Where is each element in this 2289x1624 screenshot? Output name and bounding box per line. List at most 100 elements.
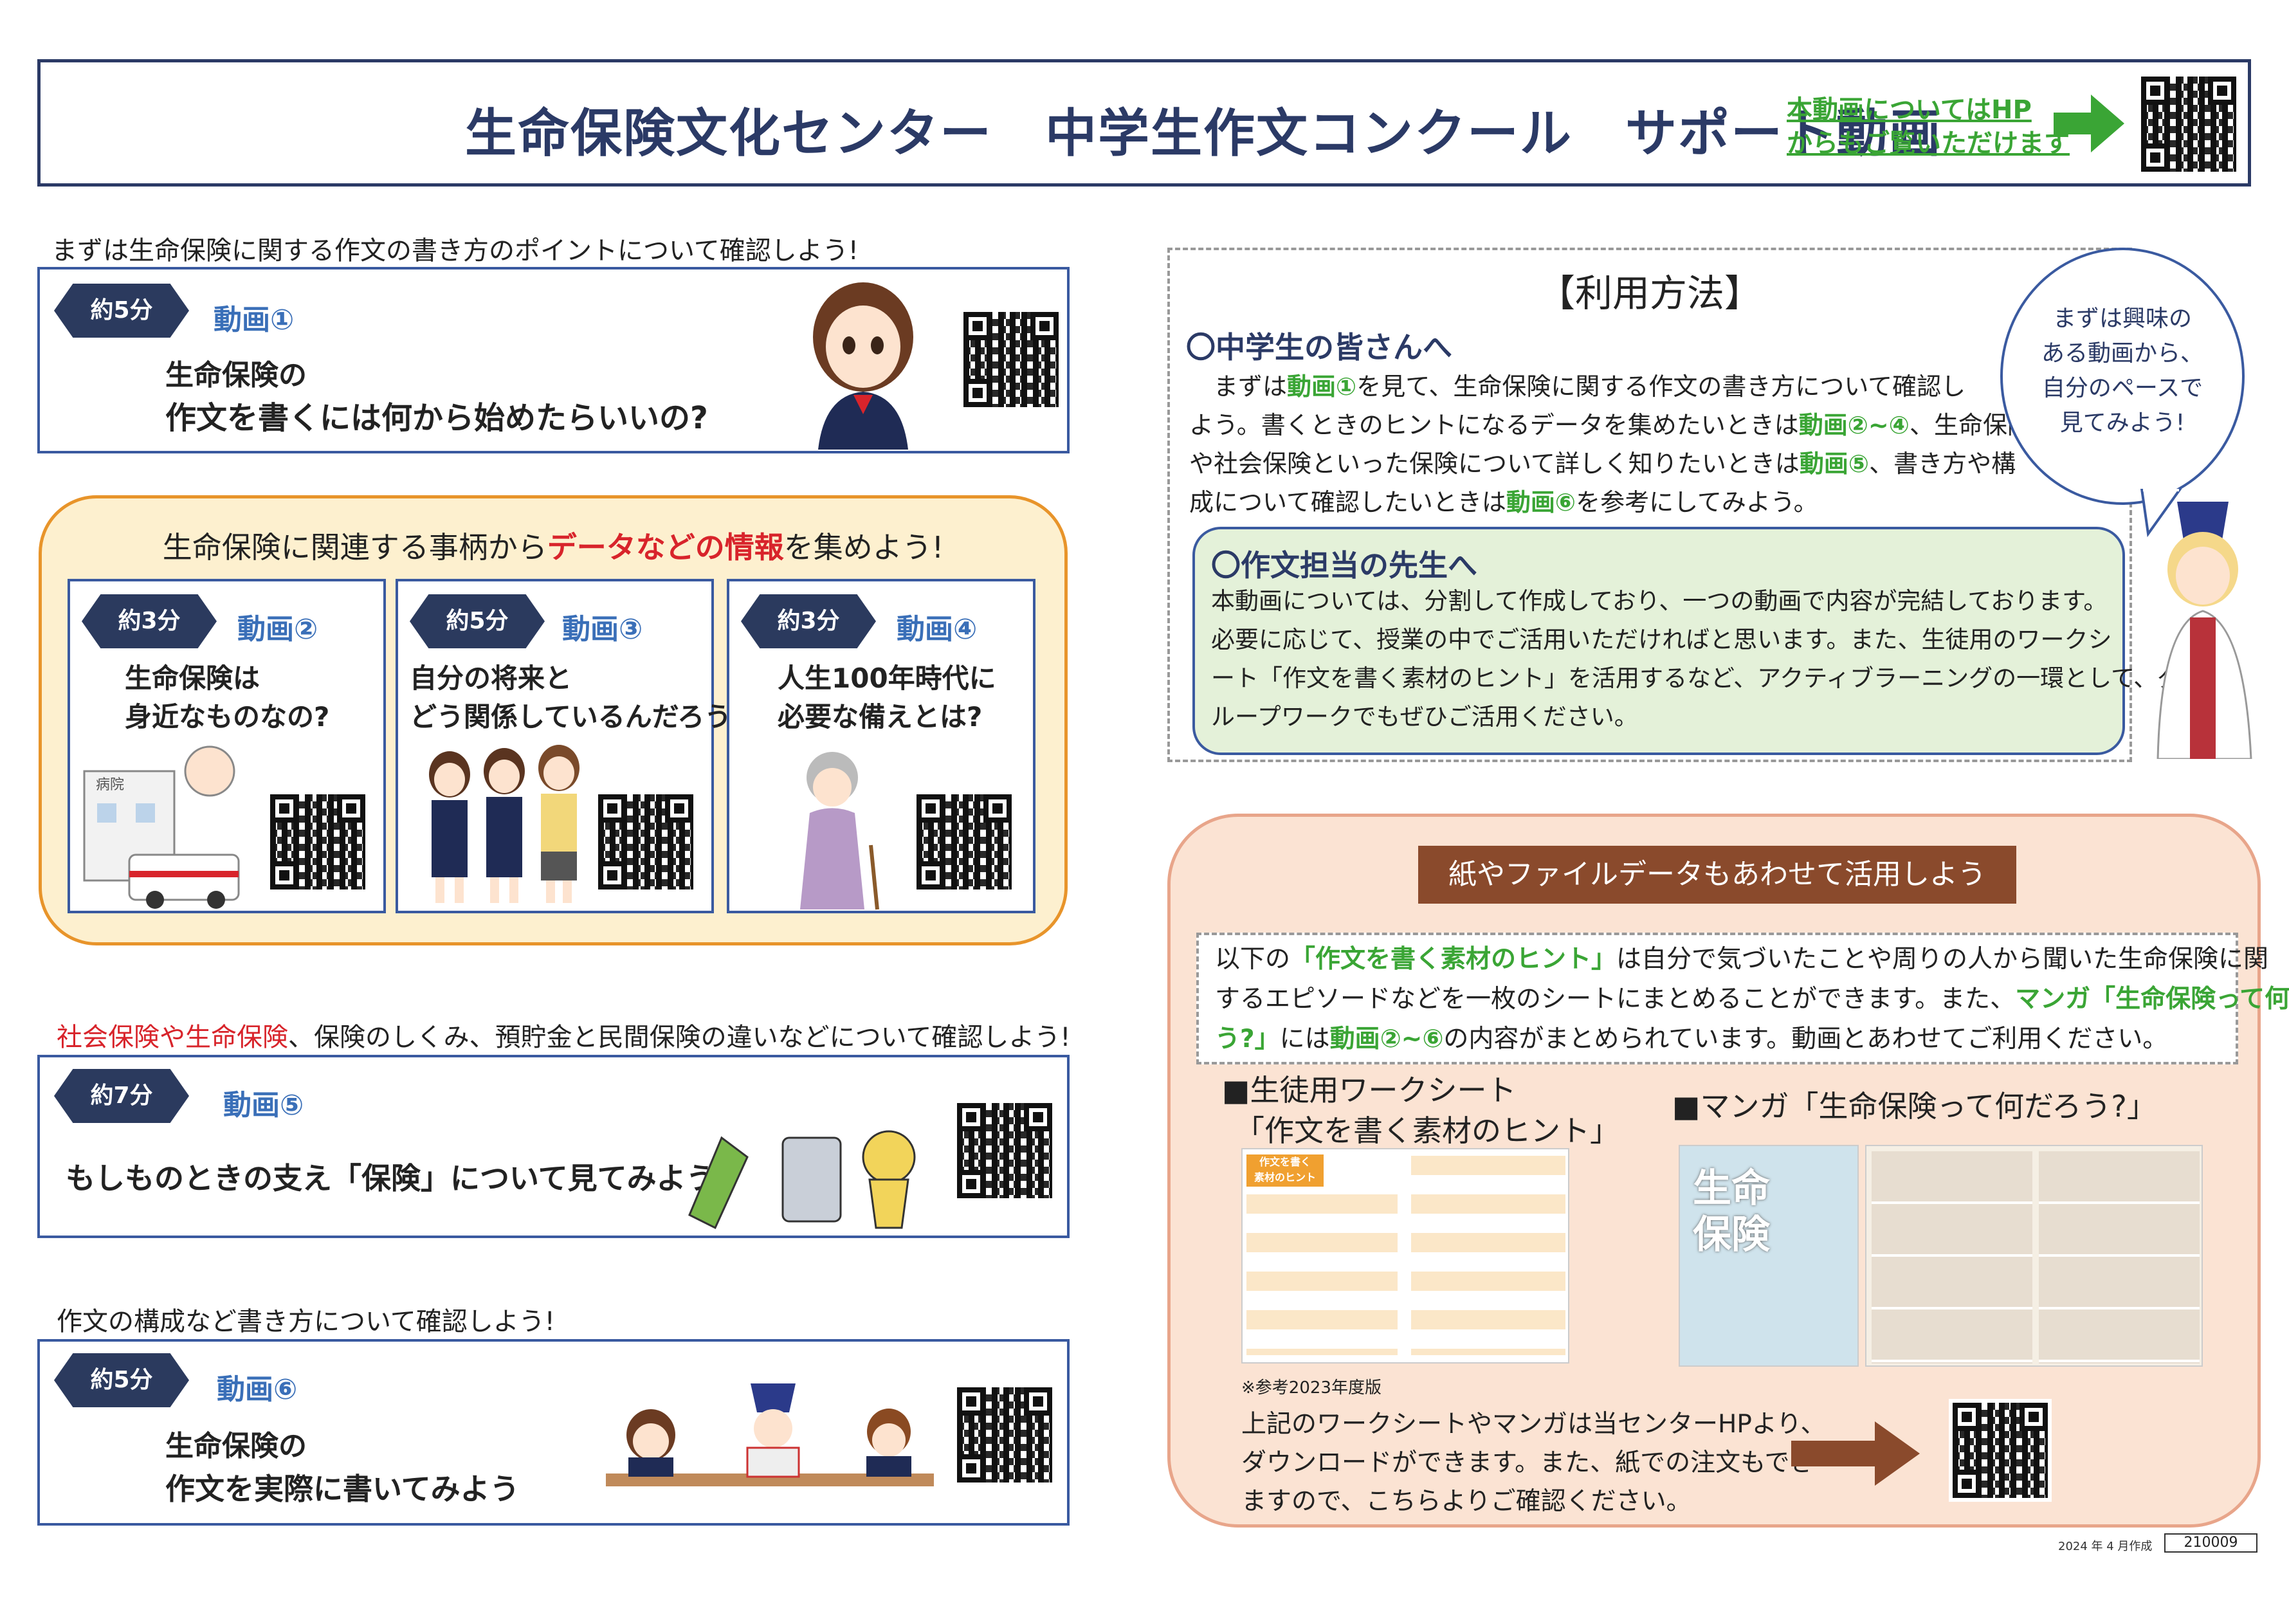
paper-desc-line2: するエピソードなどを一枚のシートにまとめることができます。また、マンガ「生命保険… (1215, 980, 2289, 1019)
heading-highlight: データなどの情報 (547, 530, 784, 565)
section5-lead: 社会保険や生命保険、保険のしくみ、預貯金と民間保険の違いなどについて確認しよう! (57, 1016, 1070, 1054)
video6-box[interactable]: 約5分 動画⑥ 生命保険の 作文を実際に書いてみよう (37, 1339, 1070, 1526)
video4-line2: 必要な備えとは? (778, 701, 983, 733)
text: 成について確認したいときは (1189, 488, 1506, 516)
text: の内容がまとめられています。動画とあわせてご利用ください。 (1443, 1025, 2168, 1054)
manga-cover-title: 保険 (1693, 1212, 1770, 1257)
text: まずは (1214, 372, 1288, 401)
paper-desc-line3: う?」には動画②~⑥の内容がまとめられています。動画とあわせてご利用ください。 (1215, 1020, 2167, 1059)
video1-label[interactable]: 動画① (214, 304, 295, 336)
text: は自分で気づいたことや周りの人から聞いた生命保険に関 (1616, 945, 2269, 974)
section6-lead: 作文の構成など書き方について確認しよう! (57, 1307, 555, 1337)
bubble-line: 自分のペースで (2041, 375, 2203, 401)
bubble-tail-icon (2140, 489, 2182, 538)
arrow-right-icon (1791, 1421, 1920, 1486)
video2-qr-code[interactable] (266, 790, 369, 893)
worksheet-sheet-title: 素材のヒント (1254, 1171, 1316, 1183)
manga-cover-image[interactable]: 生命 保険 (1679, 1145, 1859, 1367)
hp-link[interactable]: 本動画についてはHP からもご覧いただけます (1787, 93, 2070, 160)
section5-lead-rest: 、保険のしくみ、預貯金と民間保険の違いなどについて確認しよう! (288, 1023, 1071, 1052)
data-section: 生命保険に関連する事柄からデータなどの情報を集めよう! 約3分 動画② 生命保険… (39, 495, 1068, 945)
duration-badge: 約5分 (54, 284, 189, 338)
page-title: 生命保険文化センター 中学生作文コンクール サポート動画 (465, 104, 1942, 163)
text: を参考にしてみよう。 (1576, 488, 1818, 516)
worksheet-title-line2: 「作文を書く素材のヒント」 (1235, 1113, 1619, 1148)
heading-pre: 生命保険に関連する事柄から (162, 530, 547, 565)
video1-qr-code[interactable] (960, 308, 1062, 411)
video2-line2: 身近なものなの? (125, 701, 330, 733)
video3-box[interactable]: 約5分 動画③ 自分の将来と どう関係しているんだろう? (396, 579, 747, 913)
video6-qr-code[interactable] (953, 1383, 1056, 1486)
paper-description: 以下の「作文を書く素材のヒント」は自分で気づいたことや周りの人から聞いた生命保険… (1196, 933, 2289, 1064)
speech-bubble: まずは興味の ある動画から、 自分のペースで 見てみよう! (2000, 248, 2245, 505)
download-qr-code[interactable] (1949, 1399, 2052, 1502)
worksheet-note: ※参考2023年度版 (1241, 1378, 1382, 1398)
video5-qr-code[interactable] (953, 1099, 1056, 1202)
paper-section: 紙やファイルデータもあわせて活用しよう 以下の「作文を書く素材のヒント」は自分で… (1167, 814, 2289, 1528)
duration-badge: 約5分 (54, 1353, 189, 1407)
hp-note-line2: からもご覧いただけます (1787, 129, 2070, 158)
hospital-ambulance-illustration (83, 745, 240, 909)
video4-qr-code[interactable] (913, 790, 1016, 893)
highlight: 「作文を書く素材のヒント」 (1290, 945, 1617, 974)
video5-label[interactable]: 動画⑤ (223, 1089, 304, 1122)
bubble-line: ある動画から、 (2041, 340, 2203, 367)
video3-label[interactable]: 動画③ (562, 613, 643, 646)
text: よう。書くときのヒントになるデータを集めたいときは (1189, 411, 1799, 439)
video2-line1: 生命保険は (125, 662, 260, 694)
video5-line1: もしものときの支え「保険」について見てみよう (66, 1161, 716, 1196)
hospital-sign: 病院 (96, 777, 125, 793)
hp-qr-code[interactable] (2137, 73, 2240, 176)
teachers-line2: 必要に応じて、授業の中でご活用いただければと思います。また、生徒用のワークシ (1211, 626, 2112, 653)
video1-line1: 生命保険の (165, 359, 307, 392)
video2-box[interactable]: 約3分 動画② 生命保険は 身近なものなの? 病院 (68, 579, 386, 913)
arrow-right-icon (2054, 95, 2124, 152)
video6-line2: 作文を実際に書いてみよう (165, 1472, 520, 1506)
teachers-line4: ループワークでもぜひご活用ください。 (1211, 703, 1638, 731)
teachers-line1: 本動画については、分割して作成しており、一つの動画で内容が完結しております。 (1211, 587, 2108, 615)
worksheet-sheet-title: 作文を書く (1259, 1156, 1311, 1168)
students-line1: まずは動画①を見て、生命保険に関する作文の書き方について確認し (1189, 367, 1965, 406)
text: には (1279, 1025, 1330, 1054)
bubble-line: 見てみよう! (2059, 410, 2185, 436)
video-ref: 動画⑤ (1799, 450, 1870, 478)
heading-post: を集めよう! (783, 530, 944, 565)
highlight: マンガ「生命保険って何だろ (2015, 985, 2289, 1014)
video4-label[interactable]: 動画④ (897, 613, 978, 646)
paper-desc-line1: 以下の「作文を書く素材のヒント」は自分で気づいたことや周りの人から聞いた生命保険… (1215, 940, 2268, 979)
video-ref: 動画②~⑥ (1329, 1025, 1444, 1054)
video-ref: 動画⑥ (1506, 488, 1576, 516)
duration-badge: 約5分 (410, 594, 545, 648)
worksheet-title-line1: ■生徒用ワークシート (1222, 1073, 1517, 1108)
video4-box[interactable]: 約3分 動画④ 人生100年時代に 必要な備えとは? (727, 579, 1035, 913)
video6-label[interactable]: 動画⑥ (217, 1373, 298, 1406)
teachers-heading: 〇作文担当の先生へ (1211, 548, 1477, 583)
students-line4: 成について確認したいときは動画⑥を参考にしてみよう。 (1189, 483, 1818, 522)
footer-line1: 上記のワークシートやマンガは当センターHPより、 (1241, 1410, 1826, 1439)
text: や社会保険といった保険について詳しく知りたいときは (1189, 450, 1800, 478)
three-students-illustration (429, 745, 579, 903)
manga-pages-image[interactable] (1865, 1145, 2203, 1367)
video2-label[interactable]: 動画② (237, 613, 318, 646)
video-ref: 動画① (1287, 372, 1357, 401)
data-section-heading: 生命保険に関連する事柄からデータなどの情報を集めよう! (42, 524, 1064, 567)
video3-line1: 自分の将来と (410, 662, 572, 694)
video5-box[interactable]: 約7分 動画⑤ もしものときの支え「保険」について見てみよう (37, 1055, 1070, 1238)
bubble-line: まずは興味の (2052, 306, 2192, 332)
document-code: 210009 (2164, 1533, 2257, 1553)
duration-badge: 約7分 (54, 1069, 189, 1123)
elderly-woman-illustration (800, 752, 879, 910)
students-heading: 〇中学生の皆さんへ (1186, 330, 1452, 365)
manga-title: ■マンガ「生命保険って何だろう?」 (1672, 1089, 2157, 1124)
video3-qr-code[interactable] (594, 790, 697, 893)
insurance-characters-illustration (688, 1130, 916, 1230)
video1-line2: 作文を書くには何から始めたらいいの? (165, 400, 708, 436)
section1-lead: まずは生命保険に関する作文の書き方のポイントについて確認しよう! (51, 236, 859, 266)
worksheet-image[interactable]: 作文を書く 素材のヒント (1241, 1148, 1569, 1364)
hp-note-line1: 本動画についてはHP (1787, 95, 2032, 125)
video1-box[interactable]: 約5分 動画① 生命保険の 作文を書くには何から始めたらいいの? (37, 267, 1070, 453)
duration-badge: 約3分 (741, 594, 876, 648)
students-line2: よう。書くときのヒントになるデータを集めたいときは動画②~④、生命保険 (1189, 406, 2032, 444)
students-writing-illustration (606, 1383, 934, 1486)
video3-line2: どう関係しているんだろう? (410, 701, 747, 733)
